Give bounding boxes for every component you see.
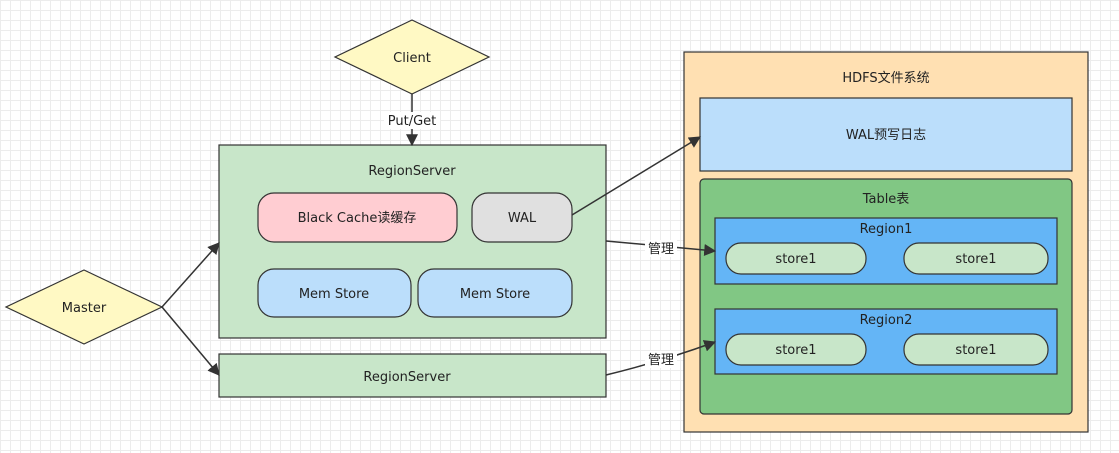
block-cache-label: Black Cache读缓存	[298, 211, 417, 226]
edge-master-to-region-server-main	[161, 242, 220, 308]
region2-store-1[interactable]: store1	[725, 333, 867, 366]
mem-store-label: Mem Store	[460, 287, 530, 302]
hdfs-title: HDFS文件系统	[842, 71, 929, 86]
client-node[interactable]: Client	[333, 19, 491, 95]
block-cache-box[interactable]: Black Cache读缓存	[257, 192, 458, 243]
client-edge-label: Put/Get	[388, 114, 437, 129]
wal-label: WAL	[508, 211, 537, 226]
wal-log-label: WAL预写日志	[846, 128, 926, 143]
table-title: Table表	[862, 192, 910, 207]
region-server-second[interactable]: RegionServer	[218, 353, 607, 398]
mem-store-1[interactable]: Mem Store	[257, 268, 412, 318]
store-label: store1	[775, 343, 816, 358]
wal-log-box[interactable]: WAL预写日志	[699, 97, 1073, 172]
region1-store-2[interactable]: store1	[903, 242, 1049, 275]
edge-master-to-region-server-second	[161, 306, 220, 376]
edge-wal-to-wal-log	[571, 136, 702, 216]
edge-manage-region2: 管理	[605, 340, 717, 376]
edge-manage-region1: 管理	[605, 240, 717, 257]
manage-label-1: 管理	[648, 242, 674, 257]
master-node[interactable]: Master	[4, 269, 164, 345]
region2-title: Region2	[860, 313, 913, 328]
store-label: store1	[955, 343, 996, 358]
mem-store-label: Mem Store	[299, 287, 369, 302]
region1-store-1[interactable]: store1	[725, 242, 867, 275]
table-box[interactable]: Table表	[699, 178, 1073, 415]
manage-label-2: 管理	[648, 353, 674, 368]
edge-client-to-region-server: Put/Get	[384, 94, 440, 147]
store-label: store1	[955, 252, 996, 267]
region1-title: Region1	[860, 222, 913, 237]
mem-store-2[interactable]: Mem Store	[417, 268, 573, 318]
region2-store-2[interactable]: store1	[903, 333, 1049, 366]
region-server-title: RegionServer	[368, 164, 456, 179]
master-label: Master	[62, 301, 107, 316]
store-label: store1	[775, 252, 816, 267]
region-server-title: RegionServer	[363, 370, 451, 385]
client-label: Client	[393, 51, 431, 66]
wal-box[interactable]: WAL	[471, 192, 573, 243]
